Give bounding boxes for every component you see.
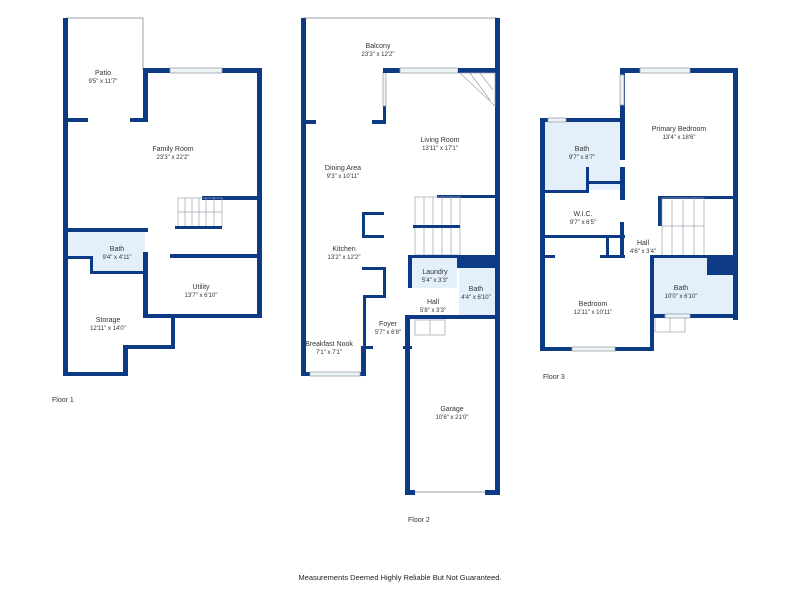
room-name: Family Room <box>152 146 193 153</box>
room-name: Living Room <box>421 137 460 144</box>
room-dims: 4'6" x 3'4" <box>630 249 656 255</box>
room-dims: 9'4" x 4'11" <box>102 255 131 261</box>
room-dims: 23'3" x 12'2" <box>362 52 395 58</box>
room-name: Bath <box>674 285 689 292</box>
room-name: Kitchen <box>332 246 355 253</box>
room-dims: 13'2" x 12'2" <box>328 255 361 261</box>
room-dims: 5'8" x 3'3" <box>420 308 446 314</box>
room-dims: 23'3" x 22'2" <box>157 155 190 161</box>
floor-label: Floor 1 <box>52 397 74 404</box>
wall <box>63 18 68 376</box>
room-dims: 5'7" x 6'8" <box>375 330 401 336</box>
room-dims: 10'6" x 21'0" <box>436 415 469 421</box>
room-dims: 12'11" x 10'11" <box>574 310 613 316</box>
room-name: Bedroom <box>579 301 608 308</box>
room-name: Primary Bedroom <box>652 126 707 133</box>
bath-fill <box>68 232 145 258</box>
room-name: Bath <box>575 146 590 153</box>
room-dims: 10'0" x 6'10" <box>665 294 698 300</box>
room-name: Hall <box>427 299 440 306</box>
room-name: Patio <box>95 70 111 77</box>
floor-3-plan: Primary Bedroom 13'4" x 18'6" Bath 9'7" … <box>540 67 738 381</box>
room-name: Storage <box>96 317 121 324</box>
room-dims: 4'4" x 6'10" <box>461 295 491 301</box>
room-dims: 9'3" x 10'11" <box>327 174 359 180</box>
window <box>169 67 223 74</box>
room-dims: 5'4" x 3'3" <box>422 278 448 284</box>
room-name: Breakfast Nook <box>305 341 353 348</box>
room-dims: 9'7" x 6'5" <box>570 220 596 226</box>
room-dims: 13'7" x 6'10" <box>185 293 218 299</box>
room-name: Hall <box>637 240 650 247</box>
room-name: Balcony <box>366 43 391 50</box>
bath-fill <box>92 256 145 272</box>
stairs <box>177 197 223 228</box>
room-name: W.I.C. <box>573 211 592 218</box>
floor-label: Floor 3 <box>543 374 565 381</box>
room-name: Utility <box>192 284 210 291</box>
room-name: Garage <box>440 406 463 413</box>
room-name: Bath <box>469 286 484 293</box>
room-dims: 9'7" x 8'7" <box>569 155 595 161</box>
floor-1-plan: Patio 9'5" x 11'7" Family Room 23'3" x 2… <box>52 17 262 404</box>
floor-2-plan: Balcony 23'3" x 12'2" Living Room 13'11"… <box>301 17 500 524</box>
disclaimer: Measurements Deemed Highly Reliable But … <box>298 573 501 582</box>
room-dims: 13'4" x 18'6" <box>663 135 696 141</box>
room-dims: 12'11" x 14'0" <box>90 326 126 332</box>
room-dims: 7'1" x 7'1" <box>316 350 342 356</box>
room-name: Dining Area <box>325 165 361 172</box>
floor-label: Floor 2 <box>408 517 430 524</box>
room-name: Laundry <box>422 269 448 276</box>
room-name: Bath <box>110 246 125 253</box>
room-name: Foyer <box>379 321 398 328</box>
room-dims: 9'5" x 11'7" <box>88 79 117 85</box>
room-dims: 13'11" x 17'1" <box>422 146 458 152</box>
